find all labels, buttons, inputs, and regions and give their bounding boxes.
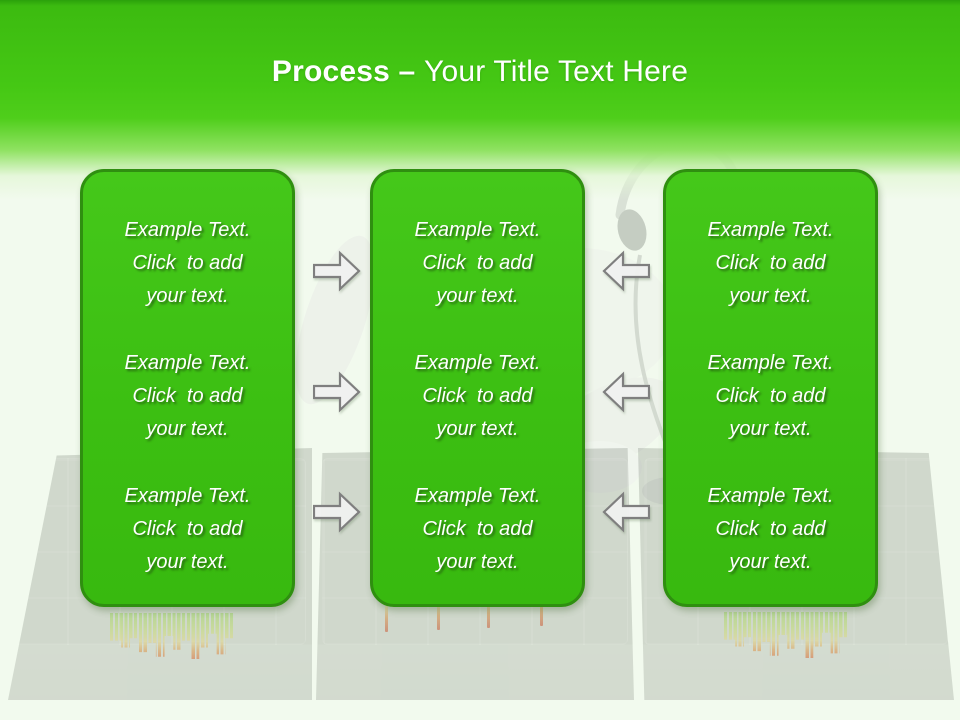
process-column-middle[interactable]: Example Text. Click to add your text. Ex…	[370, 169, 585, 607]
text-placeholder[interactable]: Example Text. Click to add your text.	[415, 214, 541, 313]
arrow-right-icon	[313, 371, 361, 413]
placeholder-line: Example Text.	[707, 219, 834, 241]
placeholder-line: your text.	[146, 551, 229, 573]
placeholder-line: Example Text.	[707, 352, 834, 374]
title-separator: –	[390, 55, 424, 88]
placeholder-line: Click to add	[132, 518, 243, 540]
fader-red-tip	[487, 602, 490, 628]
placeholder-line: Example Text.	[414, 352, 541, 374]
text-placeholder[interactable]: Example Text. Click to add your text.	[415, 347, 541, 446]
placeholder-line: Example Text.	[414, 219, 541, 241]
text-placeholder[interactable]: Example Text. Click to add your text.	[708, 214, 834, 313]
placeholder-line: your text.	[436, 285, 519, 307]
arrow-right-icon	[313, 250, 361, 292]
process-column-right[interactable]: Example Text. Click to add your text. Ex…	[663, 169, 878, 607]
placeholder-line: your text.	[146, 285, 229, 307]
fader-red-tip	[437, 604, 440, 630]
title-rest: Your Title Text Here	[423, 55, 689, 88]
text-placeholder[interactable]: Example Text. Click to add your text.	[125, 214, 251, 313]
placeholder-line: your text.	[729, 285, 812, 307]
text-placeholder[interactable]: Example Text. Click to add your text.	[125, 347, 251, 446]
placeholder-line: Click to add	[715, 385, 826, 407]
placeholder-line: Click to add	[422, 385, 533, 407]
process-column-left[interactable]: Example Text. Click to add your text. Ex…	[80, 169, 295, 607]
text-placeholder[interactable]: Example Text. Click to add your text.	[125, 480, 251, 579]
placeholder-line: your text.	[729, 551, 812, 573]
fader-red-tip	[540, 600, 543, 626]
slide-header: Process – Your Title Text Here	[0, 0, 960, 200]
placeholder-line: Example Text.	[124, 219, 251, 241]
placeholder-line: Example Text.	[707, 485, 834, 507]
placeholder-line: Click to add	[715, 252, 826, 274]
arrow-left-icon	[602, 250, 650, 292]
text-placeholder[interactable]: Example Text. Click to add your text.	[708, 347, 834, 446]
fader-red-tip	[385, 606, 388, 632]
placeholder-line: Click to add	[132, 385, 243, 407]
placeholder-line: Click to add	[715, 518, 826, 540]
placeholder-line: Click to add	[422, 518, 533, 540]
page-title[interactable]: Process – Your Title Text Here	[0, 55, 960, 89]
placeholder-line: your text.	[146, 418, 229, 440]
title-emphasis: Process	[271, 55, 391, 88]
placeholder-line: Example Text.	[124, 352, 251, 374]
placeholder-line: Click to add	[422, 252, 533, 274]
placeholder-line: your text.	[436, 551, 519, 573]
text-placeholder[interactable]: Example Text. Click to add your text.	[708, 480, 834, 579]
placeholder-line: your text.	[436, 418, 519, 440]
placeholder-line: Example Text.	[414, 485, 541, 507]
placeholder-line: Example Text.	[124, 485, 251, 507]
placeholder-line: Click to add	[132, 252, 243, 274]
placeholder-line: your text.	[729, 418, 812, 440]
arrow-right-icon	[313, 491, 361, 533]
arrow-left-icon	[602, 371, 650, 413]
text-placeholder[interactable]: Example Text. Click to add your text.	[415, 480, 541, 579]
arrow-left-icon	[602, 491, 650, 533]
